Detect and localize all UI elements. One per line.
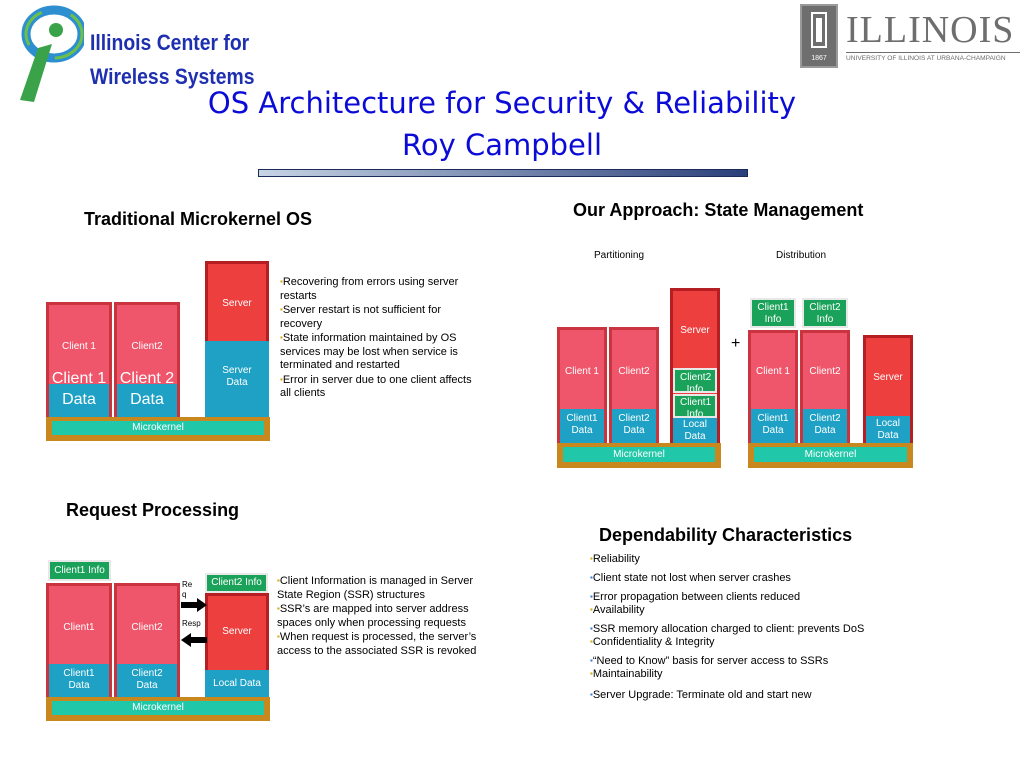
list-item: ▪Client state not lost when server crash… (590, 572, 791, 584)
list-item: ▪Error propagation between clients reduc… (590, 591, 801, 603)
group-title: ▪Maintainability (590, 668, 663, 680)
uiuc-year: 1867 (811, 55, 827, 62)
list-item: ▪Recovering from errors using server res… (280, 276, 459, 302)
local-data: Local Data (205, 670, 269, 697)
partitioning-label: Partitioning (594, 250, 645, 261)
list-item: ▪Error in server due to one client affec… (280, 373, 472, 400)
resp-arrow (181, 633, 207, 647)
client2-info: Client2 Info (673, 368, 717, 393)
plus-sign: + (731, 335, 741, 352)
group-title: ▪Availability (590, 604, 645, 616)
server-data: Server Data (205, 341, 269, 417)
client1-data: Client1 Data (751, 409, 795, 443)
client1-info: Client1 Info (673, 394, 717, 418)
microkernel-layer: Microkernel (557, 443, 721, 468)
center-name-line1: Illinois Center for (90, 30, 250, 55)
approach-heading: Our Approach: State Management (573, 200, 864, 220)
microkernel-layer: Microkernel (748, 443, 913, 468)
uiuc-sub: UNIVERSITY OF ILLINOIS AT URBANA-CHAMPAI… (846, 55, 1006, 62)
traditional-bullets: ▪Recovering from errors using server res… (280, 275, 472, 401)
traditional-heading: Traditional Microkernel OS (84, 209, 313, 229)
list-item: ▪Client Information is managed in Server… (277, 575, 474, 601)
list-item: ▪When request is processed, the server’s… (277, 631, 477, 657)
title-divider (258, 169, 748, 177)
req-arrow (181, 598, 207, 612)
dependability-list: ▪Reliability ▪Client state not lost when… (590, 553, 920, 702)
client1-data: Client1 Data (560, 409, 604, 443)
client2-data: Client2 Data (117, 664, 177, 697)
local-data: Local Data (866, 416, 910, 443)
request-bullets: ▪Client Information is managed in Server… (277, 574, 492, 658)
client2-info: Client2 Info (205, 573, 268, 593)
list-item: ▪Server Upgrade: Terminate old and start… (590, 689, 812, 701)
microkernel-label: Microkernel (52, 421, 264, 435)
page-title: OS Architecture for Security & Reliabili… (207, 86, 797, 120)
uiuc-logo: 1867 ILLINOIS UNIVERSITY OF ILLINOIS AT … (800, 4, 1022, 70)
client1-info: Client1 Info (750, 298, 796, 328)
request-heading: Request Processing (66, 500, 240, 520)
client1-data: Client 1 Data (49, 370, 109, 417)
local-data: Local Data (673, 418, 717, 443)
resp-label: Resp (182, 619, 201, 628)
uiuc-word: ILLINOIS (846, 9, 1015, 51)
list-item: ▪“Need to Know” basis for server access … (590, 655, 829, 667)
client2-info: Client2 Info (802, 298, 848, 328)
microkernel-layer: Microkernel (46, 417, 270, 441)
distribution-label: Distribution (776, 250, 827, 261)
microkernel-label: Microkernel (563, 447, 715, 462)
group-title: ▪Confidentiality & Integrity (590, 636, 715, 648)
dependability-heading: Dependability Characteristics (599, 525, 853, 545)
client2-data: Client2 Data (612, 409, 656, 443)
client1-label: Client 1 (62, 341, 96, 352)
list-item: ▪SSR memory allocation charged to client… (590, 623, 865, 635)
group-title: ▪Reliability (590, 553, 640, 565)
req-label: Re q (182, 580, 193, 599)
microkernel-label: Microkernel (754, 447, 907, 462)
list-item: ▪Server restart is not sufficient for re… (280, 304, 441, 330)
client1-info: Client1 Info (48, 560, 111, 581)
list-item: ▪SSR’s are mapped into server address sp… (277, 603, 469, 629)
client2-data: Client2 Data (803, 409, 847, 443)
server-label: Server (222, 298, 252, 309)
center-name-line2: Wireless Systems (90, 64, 255, 89)
client1-data: Client1 Data (49, 664, 109, 697)
client2-label: Client2 (131, 341, 163, 352)
client2-data: Client 2 Data (117, 370, 177, 417)
page-author: Roy Campbell (401, 128, 602, 162)
list-item: ▪State information maintained by OS serv… (280, 332, 458, 371)
wireless-center-logo (8, 4, 87, 104)
microkernel-layer: Microkernel (46, 697, 270, 721)
uiuc-seal: 1867 (800, 4, 838, 68)
microkernel-label: Microkernel (52, 701, 264, 715)
